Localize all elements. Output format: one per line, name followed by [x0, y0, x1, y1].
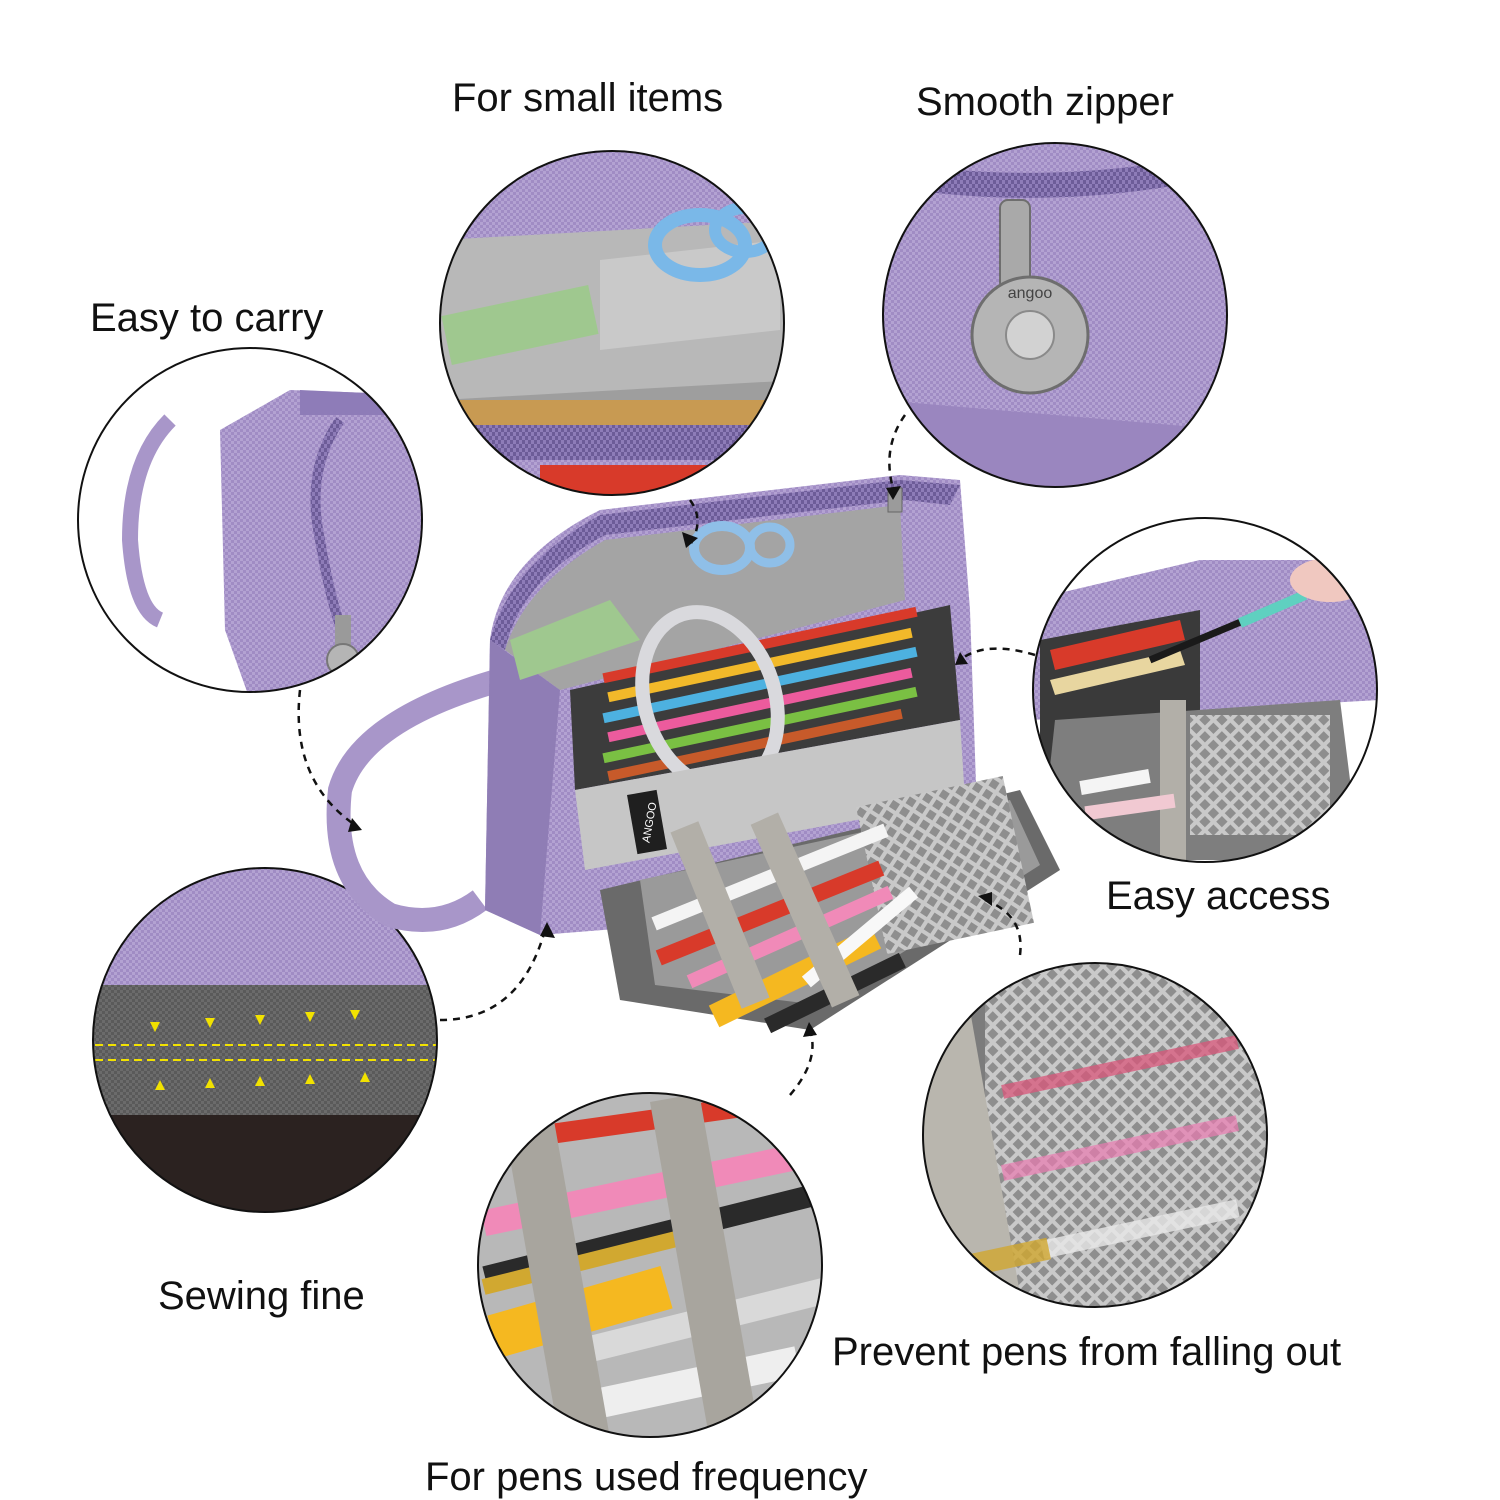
detail-circle-prevent-falling — [923, 963, 1267, 1307]
connector-pens-frequency — [789, 1029, 814, 1096]
detail-circle-small-items — [440, 151, 784, 495]
detail-circle-border — [92, 867, 438, 1213]
label-easy-carry: Easy to carry — [90, 296, 324, 340]
connector-easy-access — [959, 647, 1036, 661]
detail-circle-border — [439, 150, 785, 496]
label-smooth-zipper: Smooth zipper — [916, 80, 1174, 124]
detail-circle-smooth-zipper: angoo — [883, 143, 1227, 487]
label-small-items: For small items — [452, 76, 724, 120]
detail-circle-pens-frequency — [478, 1093, 822, 1437]
label-sewing-fine: Sewing fine — [158, 1274, 365, 1318]
label-prevent-falling: Prevent pens from falling out — [832, 1330, 1342, 1374]
detail-circle-border — [477, 1092, 823, 1438]
brand-tag — [627, 789, 667, 855]
detail-circle-sewing-fine — [93, 868, 437, 1212]
detail-circle-border — [922, 962, 1268, 1308]
label-pens-frequency: For pens used frequency — [425, 1455, 868, 1499]
connector-sewing-fine — [439, 929, 547, 1022]
pencil-case: ANGOO — [326, 475, 1060, 1034]
connector-smooth-zipper — [888, 414, 907, 496]
detail-circle-border — [882, 142, 1228, 488]
detail-circle-easy-carry — [78, 348, 422, 692]
detail-circle-easy-access — [1033, 518, 1377, 862]
label-easy-access: Easy access — [1106, 874, 1331, 918]
zipper-pull-text: angoo — [1008, 285, 1053, 302]
detail-circle-border — [77, 347, 423, 693]
connector-arrowheads — [348, 486, 992, 1037]
detail-circle-border — [1032, 517, 1378, 863]
stitch-arrows — [150, 1010, 370, 1090]
connector-easy-carry — [297, 689, 356, 827]
